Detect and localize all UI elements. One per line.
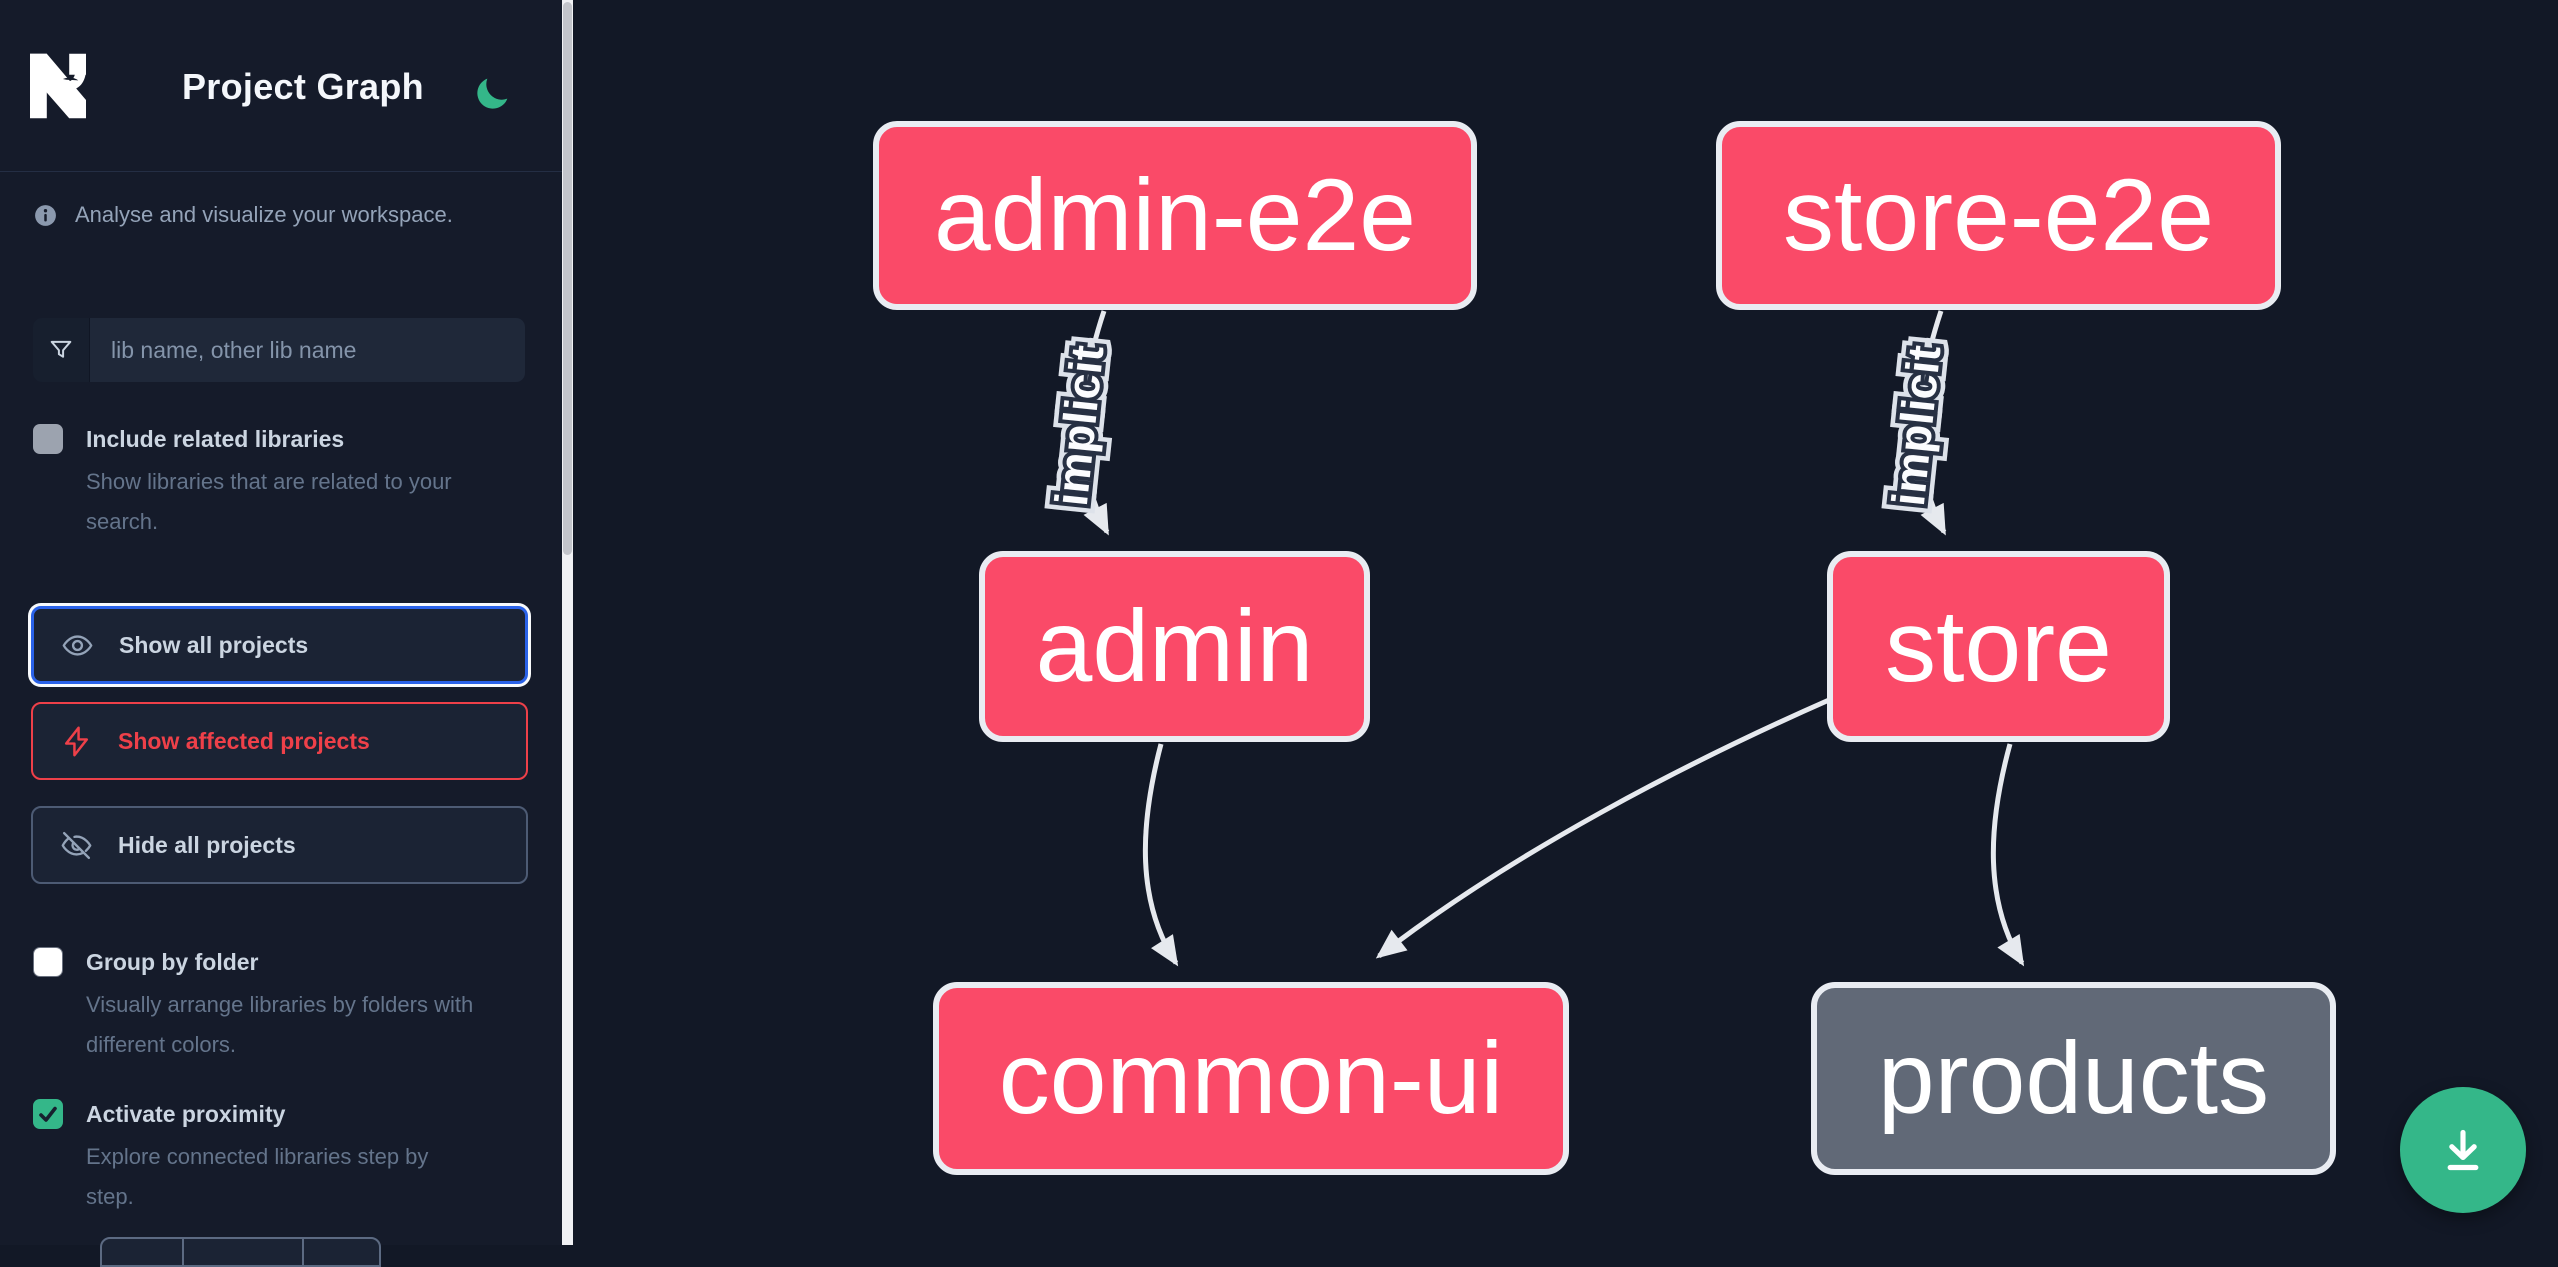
edge-admin-e2e-to-admin: [1080, 310, 1110, 536]
sidebar-scrollbar-thumb[interactable]: [563, 2, 572, 555]
group-by-folder-desc: Visually arrange libraries by folders wi…: [86, 992, 474, 1057]
option-activate-proximity: Activate proximity Explore connected lib…: [33, 1099, 513, 1217]
activate-proximity-label: Activate proximity: [86, 1101, 286, 1127]
svg-text:implicit: implicit: [1882, 343, 1951, 509]
stepper-decrement-button[interactable]: [100, 1237, 184, 1267]
edge-label-implicit-left: implicit implicit implicit: [1036, 334, 1122, 517]
show-all-projects-label: Show all projects: [119, 631, 309, 658]
show-affected-projects-label: Show affected projects: [118, 727, 370, 754]
hide-all-projects-button[interactable]: Hide all projects: [31, 806, 528, 884]
node-admin[interactable]: admin: [979, 551, 1370, 742]
proximity-stepper: [100, 1237, 381, 1267]
node-common-ui[interactable]: common-ui: [933, 982, 1569, 1175]
edge-label-implicit-right: implicit implicit implicit: [1873, 334, 1959, 517]
group-by-folder-checkbox[interactable]: [33, 947, 63, 977]
show-affected-projects-button[interactable]: Show affected projects: [31, 702, 528, 780]
bolt-icon: [64, 726, 89, 756]
eye-slash-icon: [61, 831, 92, 859]
sidebar-scrollbar-track[interactable]: [562, 0, 573, 1245]
eye-icon: [62, 634, 93, 656]
option-group-by-folder: Group by folder Visually arrange librari…: [33, 947, 513, 1065]
sidebar: Project Graph Analyse and visualize your…: [0, 0, 562, 1267]
edge-admin-to-common-ui: [1142, 743, 1179, 967]
stepper-increment-button[interactable]: [302, 1237, 381, 1267]
edge-store-to-products: [1990, 743, 2025, 967]
node-admin-e2e[interactable]: admin-e2e: [873, 121, 1477, 310]
workspace-info: Analyse and visualize your workspace.: [33, 202, 453, 228]
activate-proximity-desc: Explore connected libraries step by step…: [86, 1144, 429, 1209]
project-graph-canvas[interactable]: implicit implicit implicit implicit impl…: [573, 0, 2558, 1245]
activate-proximity-checkbox[interactable]: [33, 1099, 63, 1129]
page-title: Project Graph: [182, 66, 424, 107]
edge-store-e2e-to-store: [1917, 310, 1947, 536]
search-box: [33, 318, 525, 382]
include-related-checkbox[interactable]: [33, 424, 63, 454]
download-image-button[interactable]: [2400, 1087, 2526, 1213]
include-related-desc: Show libraries that are related to your …: [86, 469, 452, 534]
option-include-related: Include related libraries Show libraries…: [33, 424, 513, 542]
tagline: Analyse and visualize your workspace.: [75, 202, 453, 227]
info-icon: [35, 204, 56, 226]
node-store-e2e[interactable]: store-e2e: [1716, 121, 2281, 310]
check-icon: [39, 1106, 57, 1122]
search-input[interactable]: [90, 318, 525, 382]
graph-edges: implicit implicit implicit implicit impl…: [1036, 310, 2025, 967]
svg-text:implicit: implicit: [1045, 343, 1114, 509]
download-icon: [2447, 1129, 2479, 1171]
nx-logo-icon: [30, 53, 86, 119]
stepper-value: [182, 1237, 304, 1267]
moon-icon[interactable]: [472, 74, 512, 114]
edge-store-to-common-ui: [1375, 697, 1831, 959]
funnel-icon: [33, 318, 90, 382]
node-store[interactable]: store: [1827, 551, 2170, 742]
include-related-label: Include related libraries: [86, 426, 345, 452]
show-all-projects-button[interactable]: Show all projects: [31, 606, 528, 684]
hide-all-projects-label: Hide all projects: [118, 831, 296, 858]
node-products[interactable]: products: [1811, 982, 2336, 1175]
group-by-folder-label: Group by folder: [86, 949, 259, 975]
sidebar-header: Project Graph: [0, 0, 562, 172]
